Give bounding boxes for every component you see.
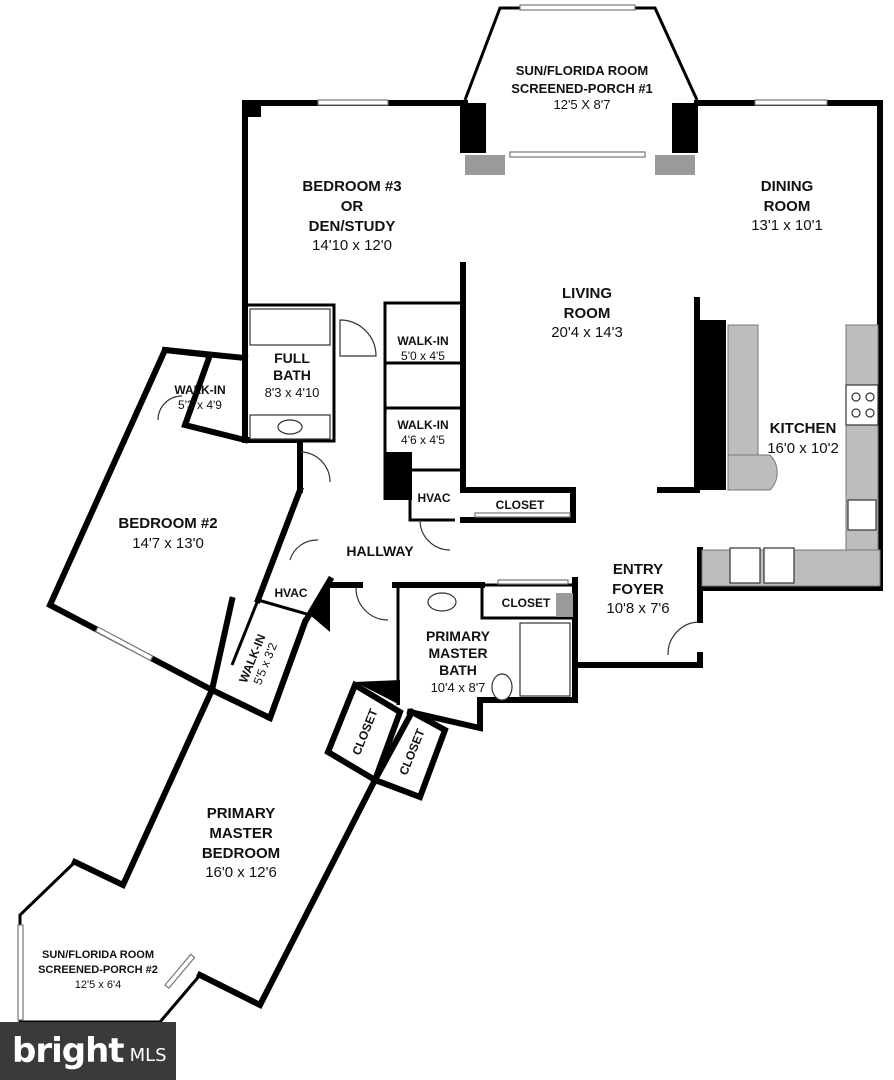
bed3-dims: 14'10 x 12'0 bbox=[312, 237, 392, 254]
fixtures bbox=[249, 308, 881, 701]
walkin-c-name: WALK-IN bbox=[397, 418, 448, 432]
masterbed-name-1: PRIMARY bbox=[207, 805, 276, 822]
doors bbox=[157, 319, 699, 656]
walkin-b-name: WALK-IN bbox=[174, 383, 225, 397]
bed3-name-2: OR bbox=[341, 198, 364, 215]
masterbath-name-1: PRIMARY bbox=[426, 628, 491, 644]
walls bbox=[18, 6, 883, 1024]
bed3-name-3: DEN/STUDY bbox=[309, 218, 396, 235]
wall-blocks bbox=[247, 103, 726, 705]
washer-icon bbox=[729, 547, 761, 584]
walkin-c-dims: 4'6 x 4'5 bbox=[401, 433, 445, 447]
fullbath-name-1: FULL bbox=[274, 350, 310, 366]
masterbath-name-2: MASTER bbox=[428, 645, 487, 661]
walkin-b-dims: 5'3 x 4'9 bbox=[178, 398, 222, 412]
hallway-name: HALLWAY bbox=[346, 543, 414, 559]
masterbed-dims: 16'0 x 12'6 bbox=[205, 864, 277, 881]
living-name-2: ROOM bbox=[564, 305, 611, 322]
fullbath-dims: 8'3 x 4'10 bbox=[265, 385, 320, 400]
walkin-a-name: WALK-IN bbox=[397, 334, 448, 348]
fullbath-name-2: BATH bbox=[273, 367, 311, 383]
living-name-1: LIVING bbox=[562, 285, 612, 302]
kitchen-dims: 16'0 x 10'2 bbox=[767, 440, 839, 457]
masterbath-name-3: BATH bbox=[439, 662, 477, 678]
dining-dims: 13'1 x 10'1 bbox=[751, 217, 823, 234]
dining-name-2: ROOM bbox=[764, 198, 811, 215]
hvac2-name: HVAC bbox=[274, 586, 307, 600]
sun2-name-2: SCREENED-PORCH #2 bbox=[38, 964, 158, 976]
masterbed-name-3: BEDROOM bbox=[202, 845, 280, 862]
masterbed-name-2: MASTER bbox=[209, 825, 273, 842]
sun2-dims: 12'5 x 6'4 bbox=[75, 979, 121, 991]
master-shower-icon bbox=[519, 622, 571, 697]
entry-name-2: FOYER bbox=[612, 581, 664, 598]
living-dims: 20'4 x 14'3 bbox=[551, 324, 623, 341]
room-labels: SUN/FLORIDA ROOM SCREENED-PORCH #1 12'5 … bbox=[38, 63, 839, 991]
bed2-name: BEDROOM #2 bbox=[118, 515, 217, 532]
bed2-dims: 14'7 x 13'0 bbox=[132, 535, 204, 552]
sun1-name-1: SUN/FLORIDA ROOM bbox=[516, 63, 648, 78]
bright-mls-watermark: bright MLS bbox=[0, 1022, 176, 1080]
closet3-name: CLOSET bbox=[349, 706, 380, 757]
watermark-brand: bright bbox=[12, 1031, 125, 1071]
hvac1-name: HVAC bbox=[417, 491, 450, 505]
shower-icon bbox=[249, 308, 331, 346]
walkin-a-dims: 5'0 x 4'5 bbox=[401, 349, 445, 363]
kitchen-name: KITCHEN bbox=[770, 420, 837, 437]
sun1-name-2: SCREENED-PORCH #1 bbox=[511, 81, 653, 96]
dryer-icon bbox=[763, 547, 795, 584]
entry-name-1: ENTRY bbox=[613, 561, 663, 578]
kitchen-sink-icon bbox=[847, 499, 877, 531]
bed3-name-1: BEDROOM #3 bbox=[302, 178, 401, 195]
windows bbox=[17, 4, 828, 1021]
watermark-suffix: MLS bbox=[129, 1044, 167, 1066]
sink-icon bbox=[277, 419, 303, 435]
closet1-name: CLOSET bbox=[496, 498, 545, 512]
closet2-name: CLOSET bbox=[502, 596, 551, 610]
sun2-name-1: SUN/FLORIDA ROOM bbox=[42, 949, 154, 961]
dining-name-1: DINING bbox=[761, 178, 814, 195]
masterbath-dims: 10'4 x 8'7 bbox=[431, 680, 486, 695]
master-sink-icon bbox=[427, 592, 457, 612]
toilet-icon bbox=[491, 673, 513, 701]
entry-dims: 10'8 x 7'6 bbox=[606, 600, 669, 617]
sun1-dims: 12'5 X 8'7 bbox=[553, 97, 610, 112]
stove-icon bbox=[845, 384, 879, 426]
